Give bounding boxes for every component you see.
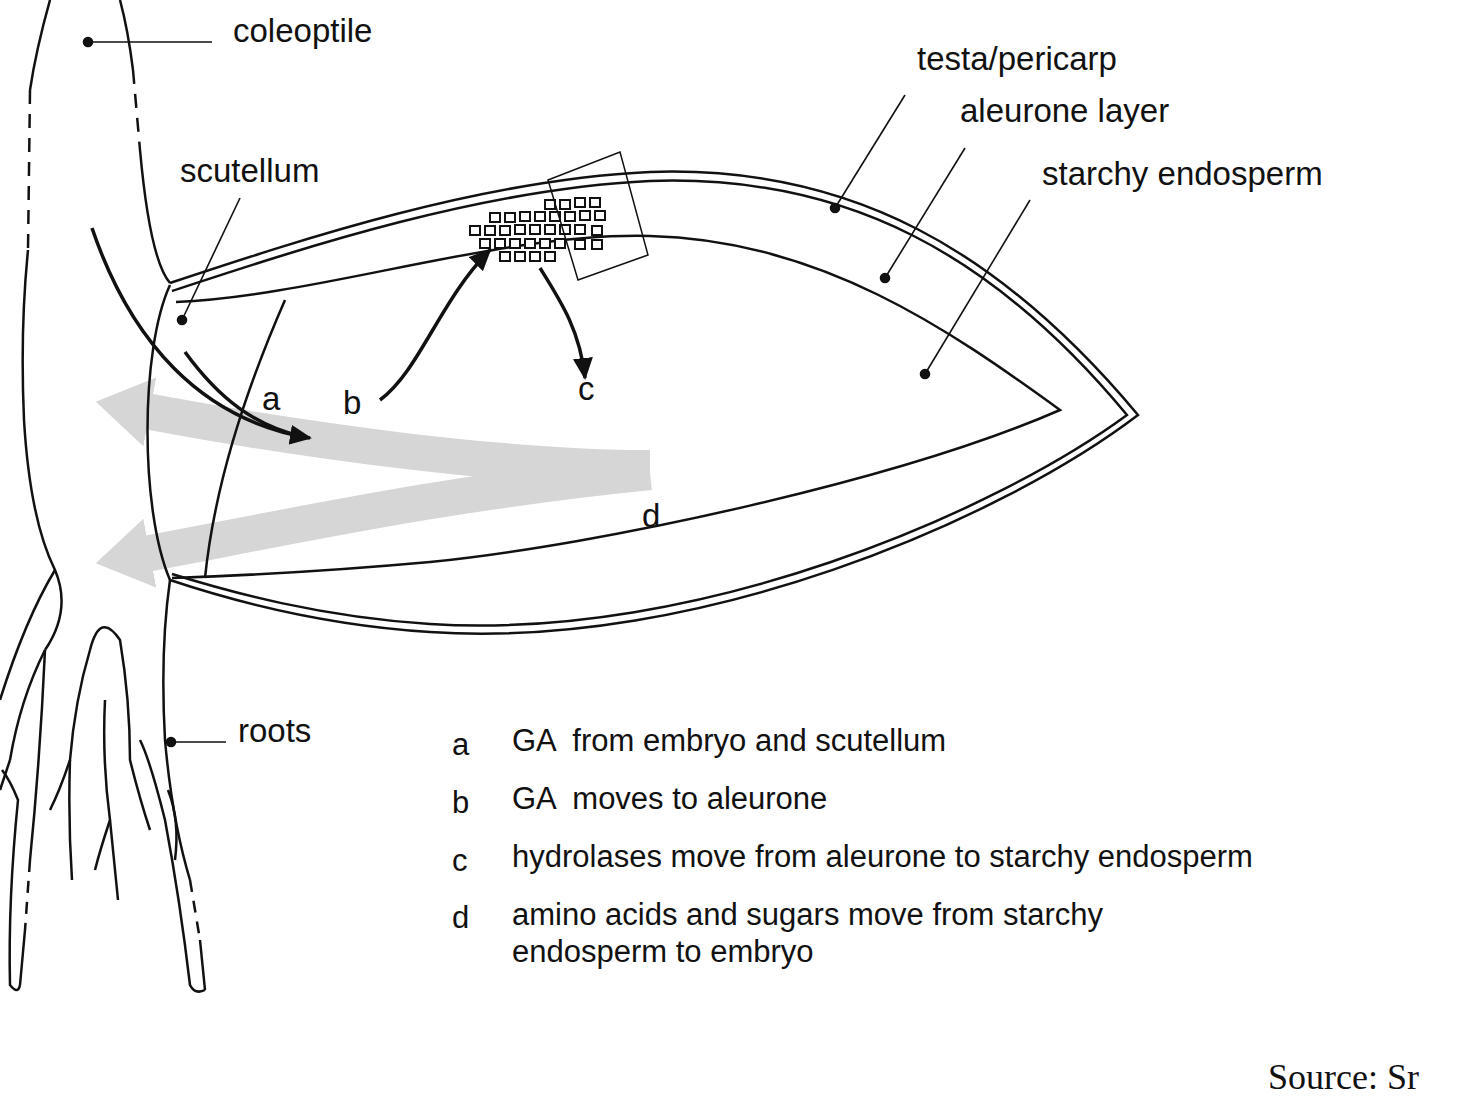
process-arrow xyxy=(92,228,585,438)
leader-line xyxy=(84,38,1031,747)
part-label: aleurone layer xyxy=(960,92,1169,131)
grain-outline xyxy=(148,172,1139,634)
key-letter: d xyxy=(452,900,469,937)
nutrient-flow-arrow xyxy=(140,410,650,555)
callout-letter: b xyxy=(343,384,361,423)
part-label: testa/pericarp xyxy=(917,40,1117,79)
callout-letter: d xyxy=(642,497,660,536)
part-label: scutellum xyxy=(180,152,319,191)
key-text: amino acids and sugars move from starchy… xyxy=(512,897,1232,970)
part-label: coleoptile xyxy=(233,12,372,51)
key-text: hydrolases move from aleurone to starchy… xyxy=(512,839,1253,876)
seedling-outline xyxy=(0,0,205,992)
detail-frame xyxy=(548,152,648,280)
key-text: GA moves to aleurone xyxy=(512,781,827,818)
part-label: roots xyxy=(238,712,311,751)
key-letter: a xyxy=(452,727,469,764)
callout-letter: a xyxy=(262,380,280,419)
key-letter: c xyxy=(452,843,468,880)
key-letter: b xyxy=(452,785,469,822)
source-note: Source: Sr xyxy=(1268,1056,1419,1098)
key-text: GA from embryo and scutellum xyxy=(512,723,946,760)
callout-letter: c xyxy=(578,370,595,409)
part-label: starchy endosperm xyxy=(1042,155,1323,194)
